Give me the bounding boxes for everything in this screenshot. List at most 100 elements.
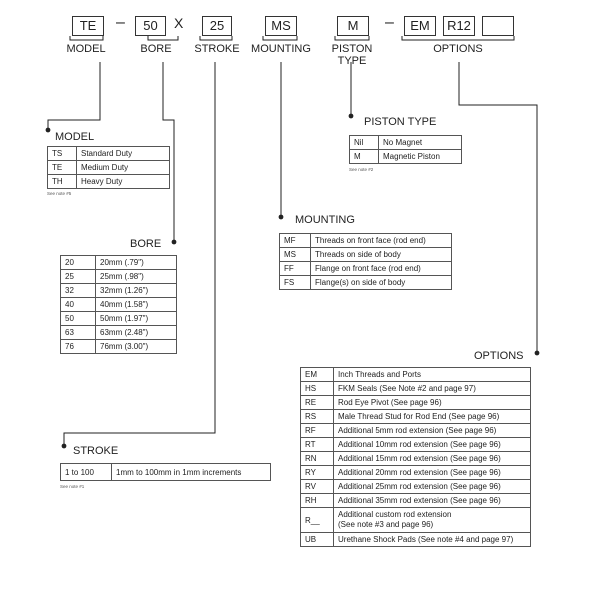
options-desc-cell: Additional 5mm rod extension (See page 9… [333, 423, 531, 438]
table-row: TS Standard Duty [47, 146, 170, 161]
code-piston-box: M [337, 16, 369, 36]
stroke-table: 1 to 100 1mm to 100mm in 1mm increments [60, 463, 271, 481]
stroke-table-note: See note #1 [60, 484, 85, 489]
bore-connector-dot [171, 239, 177, 245]
bore-desc-cell: 63mm (2.48") [95, 325, 177, 340]
mounting-code-cell: FS [279, 275, 311, 290]
label-options: OPTIONS [433, 43, 483, 55]
bore-code-cell: 50 [60, 311, 96, 326]
code-option-box-2: R12 [443, 16, 475, 36]
mounting-desc-cell: Threads on front face (rod end) [310, 233, 452, 248]
label-stroke: STROKE [194, 43, 240, 55]
table-row: TE Medium Duty [47, 160, 170, 175]
options-code-cell: R__ [300, 507, 334, 533]
table-row: Nil No Magnet [349, 135, 462, 150]
options-table-title: OPTIONS [474, 350, 524, 362]
model-connector [47, 62, 101, 130]
stroke-connector [63, 62, 216, 445]
mounting-desc-cell: Threads on side of body [310, 247, 452, 262]
options-desc-cell: Additional 10mm rod extension (See page … [333, 437, 531, 452]
piston-table: Nil No Magnet M Magnetic Piston [349, 135, 462, 164]
code-times-sign: X [174, 15, 184, 31]
bore-code-cell: 63 [60, 325, 96, 340]
mounting-table-title: MOUNTING [295, 214, 355, 226]
piston-code-cell: Nil [349, 135, 379, 150]
bore-desc-cell: 20mm (.79") [95, 255, 177, 270]
bore-code-cell: 32 [60, 283, 96, 298]
stroke-connector-dot [61, 443, 67, 449]
label-bore: BORE [140, 43, 172, 55]
options-desc-cell: Rod Eye Pivot (See page 96) [333, 395, 531, 410]
code-bore-box: 50 [135, 16, 166, 36]
label-piston-type: PISTON TYPE [331, 43, 373, 67]
piston-desc-cell: No Magnet [378, 135, 462, 150]
model-connector-dot [45, 127, 51, 133]
mounting-desc-cell: Flange(s) on side of body [310, 275, 452, 290]
stroke-desc-cell: 1mm to 100mm in 1mm increments [111, 463, 271, 481]
code-dash-2: – [385, 14, 394, 31]
model-code-cell: TH [47, 174, 77, 189]
piston-table-title: PISTON TYPE [364, 116, 437, 128]
stroke-code-cell: 1 to 100 [60, 463, 112, 481]
options-desc-cell: Additional 35mm rod extension (See page … [333, 493, 531, 508]
options-code-cell: RN [300, 451, 334, 466]
options-code-cell: RY [300, 465, 334, 480]
model-desc-cell: Standard Duty [76, 146, 170, 161]
mounting-desc-cell: Flange on front face (rod end) [310, 261, 452, 276]
piston-code-cell: M [349, 149, 379, 164]
options-desc-cell: Urethane Shock Pads (See note #4 and pag… [333, 532, 531, 547]
options-code-cell: RH [300, 493, 334, 508]
piston-connector-dot [348, 113, 354, 119]
options-code-cell: RS [300, 409, 334, 424]
code-mounting-box: MS [265, 16, 297, 36]
bore-desc-cell: 76mm (3.00") [95, 339, 177, 354]
code-option-box-3 [482, 16, 514, 36]
stroke-table-title: STROKE [73, 445, 119, 457]
options-desc-cell: Additional 20mm rod extension (See page … [333, 465, 531, 480]
options-desc-cell: FKM Seals (See Note #2 and page 97) [333, 381, 531, 396]
options-desc-cell: Additional 15mm rod extension (See page … [333, 451, 531, 466]
model-table: TS Standard Duty TE Medium Duty TH Heavy… [47, 146, 170, 189]
options-desc-line-2: (See note #3 and page 96) [338, 520, 434, 529]
options-code-cell: EM [300, 367, 334, 382]
options-desc-cell: Additional 25mm rod extension (See page … [333, 479, 531, 494]
mounting-code-cell: MS [279, 247, 311, 262]
code-model-box: TE [72, 16, 104, 36]
options-connector-dot [534, 350, 540, 356]
mounting-code-cell: MF [279, 233, 311, 248]
options-code-cell: RE [300, 395, 334, 410]
options-code-cell: RF [300, 423, 334, 438]
options-connector [458, 62, 538, 352]
bore-desc-cell: 50mm (1.97") [95, 311, 177, 326]
table-row: TH Heavy Duty [47, 174, 170, 189]
piston-table-note: See note #2 [349, 167, 374, 172]
code-dash-1: – [116, 14, 125, 31]
mounting-connector-dot [278, 214, 284, 220]
table-row: R__ Additional custom rod extension (See… [300, 507, 531, 533]
bore-table-title: BORE [130, 238, 162, 250]
piston-desc-cell: Magnetic Piston [378, 149, 462, 164]
model-table-title: MODEL [55, 131, 95, 143]
